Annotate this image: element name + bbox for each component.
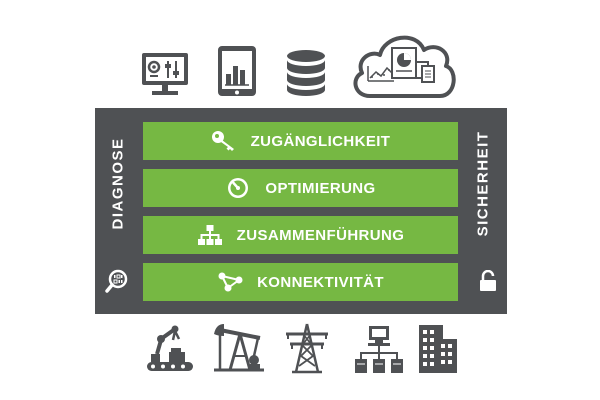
computer-network-icon xyxy=(352,324,406,374)
dashboard-monitor-icon xyxy=(140,50,190,100)
gauge-icon xyxy=(225,176,251,200)
bar-label: OPTIMIERUNG xyxy=(265,179,376,197)
robot-factory-icon xyxy=(143,320,197,376)
bar-label: ZUGÄNGLICHKEIT xyxy=(250,132,391,150)
bar-zusammenfuehrung: ZUSAMMENFÜHRUNG xyxy=(143,216,458,254)
power-pylon-icon xyxy=(282,322,332,374)
oil-pump-icon xyxy=(210,320,266,374)
padlock-icon xyxy=(479,270,497,292)
hierarchy-icon xyxy=(197,223,223,247)
bar-konnektivitaet: KONNEKTIVITÄT xyxy=(143,263,458,301)
bar-zugaenglichkeit: ZUGÄNGLICHKEIT xyxy=(143,122,458,160)
side-label-sicherheit: SICHERHEIT xyxy=(474,130,492,237)
key-icon xyxy=(211,129,237,153)
tablet-chart-icon xyxy=(215,44,259,98)
side-label-diagnose: DIAGNOSE xyxy=(109,137,127,230)
magnifier-binary-icon xyxy=(105,269,129,293)
cloud-reports-icon xyxy=(348,28,460,100)
office-buildings-icon xyxy=(417,321,459,375)
database-icon xyxy=(283,48,329,98)
bar-label: KONNEKTIVITÄT xyxy=(257,273,384,291)
bar-label: ZUSAMMENFÜHRUNG xyxy=(236,226,405,244)
bar-optimierung: OPTIMIERUNG xyxy=(143,169,458,207)
network-nodes-icon xyxy=(217,270,243,294)
